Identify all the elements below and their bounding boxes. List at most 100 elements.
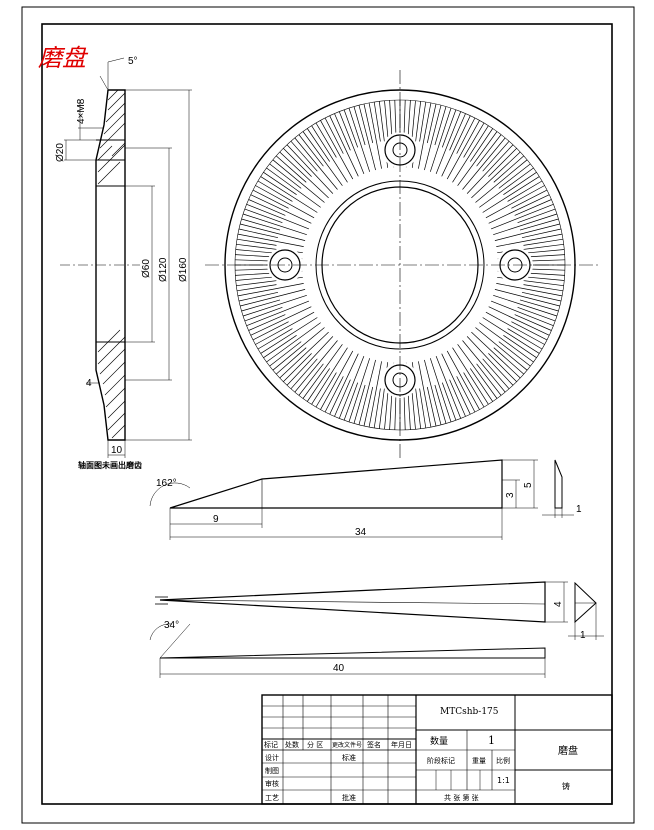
tooth-line [493,347,525,375]
tooth-line [452,347,489,405]
hole-spec-label: 4×M8 [76,98,87,124]
tb-row-label-5: 年月日 [391,740,412,749]
tb-qty-value: 1 [488,734,495,747]
tooth-line [441,382,457,421]
tooth-line [235,276,276,281]
tooth-line [452,125,489,183]
tooth-line [315,372,337,408]
tooth-top-angle: 162° [156,478,177,489]
tooth-line [241,299,281,312]
tooth-line [246,300,310,327]
tooth-line [311,347,348,405]
tooth-line [302,131,343,186]
dim-d120: Ø120 [158,257,169,282]
tooth-line [307,128,330,162]
tooth-line [237,233,304,247]
tooth-line [252,189,289,209]
tooth-line [257,328,293,350]
tooth-line [240,223,306,241]
tooth-line [250,306,312,336]
tooth-line [426,103,437,144]
tooth-bottom-length: 40 [333,663,345,674]
tooth-line [244,306,283,322]
tooth-line [279,151,329,199]
tooth-line [384,100,389,141]
tooth-top-len-total: 34 [355,527,367,538]
tooth-line [426,386,437,427]
tooth-line [324,117,344,154]
tooth-line [482,140,510,172]
tooth-line [424,359,442,425]
tooth-line [466,144,514,194]
tooth-line [334,379,351,417]
tooth-line [514,314,552,331]
tooth-line [507,328,543,350]
tooth-line [475,159,528,203]
tooth-line [485,311,545,345]
dim-d60: Ø60 [141,259,152,278]
hatch-top [97,89,126,185]
tooth-line [493,155,525,183]
tooth-line [290,140,318,172]
tooth-line [298,363,324,396]
tooth-line [441,109,457,148]
tb-approve-label: 批准 [342,793,356,802]
tooth-line [519,218,559,231]
tooth-line [269,163,302,189]
tooth-line [275,155,307,183]
tooth-line [470,368,493,402]
tooth-line [429,107,452,172]
tooth-line [294,340,338,393]
tooth-line [353,106,366,146]
tooth-bottom-tip: 1 [580,630,586,641]
tooth-detail-bottom [149,581,604,678]
tooth-line [524,249,565,254]
tb-left-label-1: 制图 [265,766,279,775]
tooth-line [302,344,343,399]
tooth-line [320,120,354,180]
tooth-line [511,189,548,209]
tooth-line [283,148,312,177]
tooth-line [283,353,312,382]
tooth-line [514,199,552,216]
tb-left-label-3: 工艺 [265,794,279,802]
tooth-line [503,172,537,195]
tooth-line [298,134,324,167]
tooth-line [424,105,442,171]
bolt-holes-group [267,132,533,398]
teeth-group [235,100,565,430]
tooth-line [517,306,556,322]
tooth-line [242,294,307,317]
tooth-line [348,107,371,172]
tooth-line [493,213,558,236]
tooth-line [368,102,382,169]
tooth-line [449,379,466,417]
tooth-line [521,228,562,239]
tooth-line [466,336,514,386]
tooth-line [334,113,351,151]
tooth-line [348,358,371,423]
tooth-line [476,134,502,167]
tooth-line [494,289,560,307]
tooth-line [493,294,558,317]
tooth-line [411,100,416,141]
tooth-detail-top [149,459,574,540]
tooth-line [488,306,550,336]
tooth-line [441,115,471,177]
tooth-line [238,228,279,239]
tooth-line [482,176,540,213]
tooth-line [238,291,279,302]
tooth-line [266,167,321,208]
tooth-line [324,376,344,413]
tooth-line [524,276,565,281]
tooth-line [248,199,286,216]
tooth-line [384,389,389,430]
drawing-title: 磨盘 [38,44,89,72]
section-note: 轴面图未画出磨齿 [78,460,142,470]
tooth-line [490,300,554,327]
tooth-top-tip: 1 [576,504,582,515]
tooth-line [343,382,359,421]
tooth-line [373,388,381,429]
tooth-line [363,103,374,144]
tooth-line [279,331,329,379]
